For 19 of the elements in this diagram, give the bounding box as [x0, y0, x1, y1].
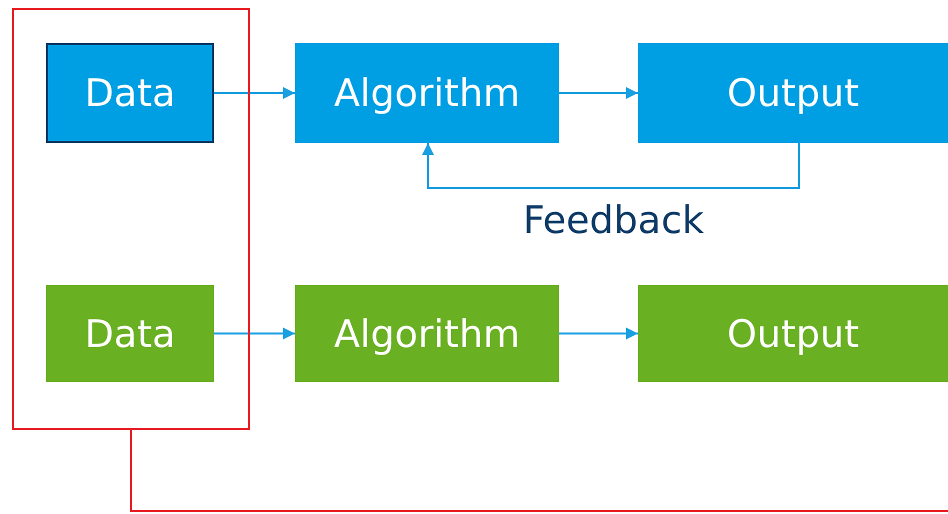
box-label: Algorithm	[334, 312, 520, 356]
arrow	[422, 143, 800, 189]
box-label: Output	[727, 71, 859, 115]
process-box	[295, 285, 559, 382]
box-label: Data	[84, 71, 176, 115]
box-label: Algorithm	[334, 71, 520, 115]
process-box	[295, 43, 559, 143]
process-box	[46, 43, 214, 143]
arrow	[559, 328, 638, 340]
box-label: Data	[84, 312, 176, 356]
group-frame	[12, 8, 250, 430]
process-box	[638, 43, 948, 143]
arrow	[214, 328, 295, 340]
process-box	[638, 285, 948, 382]
process-box	[46, 285, 214, 382]
arrow	[214, 87, 295, 99]
arrow	[559, 87, 638, 99]
box-label: Output	[727, 312, 859, 356]
connector-line	[130, 430, 948, 512]
